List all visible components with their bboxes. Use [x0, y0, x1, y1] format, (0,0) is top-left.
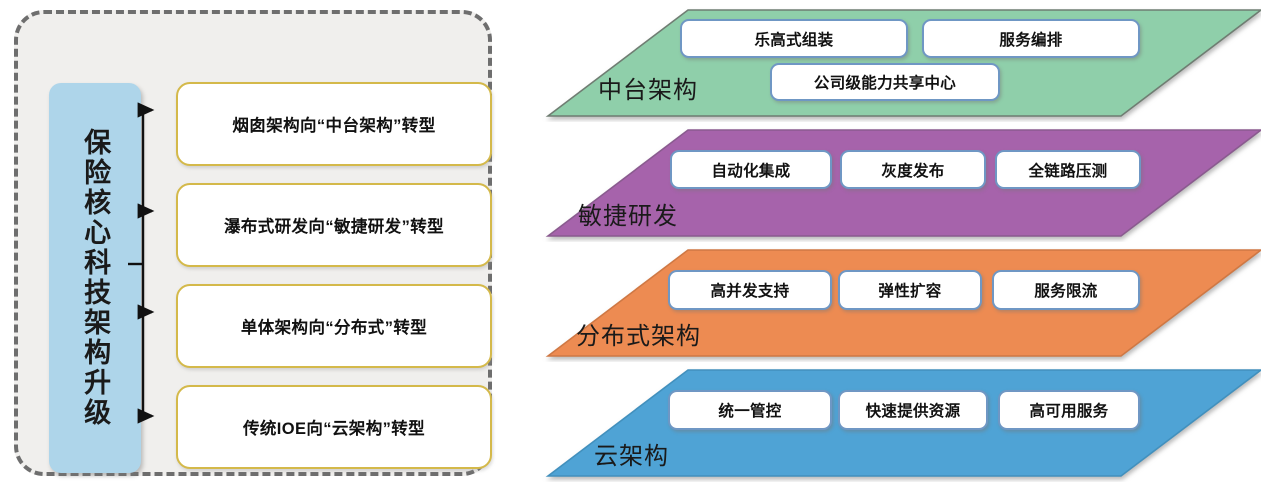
- band-cloud-chip-1[interactable]: 快速提供资源: [838, 390, 988, 430]
- band-distributed: 分布式架构 高并发支持 弹性扩容 服务限流: [520, 244, 1261, 364]
- band-distributed-chip-2-label: 服务限流: [1034, 283, 1098, 300]
- transform-item-3[interactable]: 传统IOE向“云架构”转型: [176, 385, 492, 469]
- transform-item-0-label: 烟囱架构向“中台架构”转型: [232, 117, 436, 135]
- band-distributed-chip-0[interactable]: 高并发支持: [668, 270, 832, 310]
- band-zhongtai-chip-2-label: 公司级能力共享中心: [813, 75, 957, 92]
- band-distributed-chip-0-label: 高并发支持: [710, 283, 790, 300]
- transform-item-1[interactable]: 瀑布式研发向“敏捷研发”转型: [176, 183, 492, 267]
- band-cloud-chip-0-label: 统一管控: [718, 403, 782, 420]
- transform-item-0[interactable]: 烟囱架构向“中台架构”转型: [176, 82, 492, 166]
- architecture-upgrade-panel: 保险核心科技架构升级 烟囱架构向“中台架构”转型 瀑布式研发向“敏捷研发”转型 …: [14, 10, 492, 476]
- band-cloud-chip-2-label: 高可用服务: [1029, 403, 1109, 420]
- panel-title-text: 保险核心科技架构升级: [80, 128, 111, 428]
- transform-item-2[interactable]: 单体架构向“分布式”转型: [176, 284, 492, 368]
- band-distributed-chip-2[interactable]: 服务限流: [992, 270, 1140, 310]
- band-agile-label: 敏捷研发: [578, 203, 678, 230]
- band-agile-chip-1-label: 灰度发布: [881, 162, 945, 180]
- band-zhongtai: 中台架构 乐高式组装 服务编排 公司级能力共享中心: [520, 4, 1261, 124]
- band-distributed-label: 分布式架构: [576, 323, 701, 350]
- band-cloud-chip-1-label: 快速提供资源: [865, 403, 961, 420]
- band-zhongtai-label: 中台架构: [598, 77, 698, 104]
- band-distributed-chip-1[interactable]: 弹性扩容: [838, 270, 982, 310]
- transform-item-2-label: 单体架构向“分布式”转型: [240, 319, 428, 337]
- band-zhongtai-chip-2[interactable]: 公司级能力共享中心: [770, 63, 1000, 101]
- transform-item-3-label: 传统IOE向“云架构”转型: [242, 420, 426, 438]
- band-agile-chip-2[interactable]: 全链路压测: [995, 150, 1141, 189]
- band-cloud-chip-2[interactable]: 高可用服务: [998, 390, 1140, 430]
- panel-title-block: 保险核心科技架构升级: [49, 83, 141, 473]
- band-distributed-chip-1-label: 弹性扩容: [878, 283, 942, 300]
- transform-item-1-label: 瀑布式研发向“敏捷研发”转型: [223, 218, 445, 236]
- band-zhongtai-chip-1-label: 服务编排: [999, 31, 1063, 49]
- band-agile-chip-0[interactable]: 自动化集成: [670, 150, 832, 189]
- band-agile-chip-0-label: 自动化集成: [711, 162, 791, 180]
- band-agile-chip-2-label: 全链路压测: [1028, 162, 1108, 180]
- band-zhongtai-chip-1[interactable]: 服务编排: [922, 19, 1140, 58]
- band-cloud-chip-0[interactable]: 统一管控: [668, 390, 832, 430]
- band-zhongtai-chip-0[interactable]: 乐高式组装: [680, 19, 908, 58]
- band-agile-chip-1[interactable]: 灰度发布: [840, 150, 986, 189]
- band-cloud: 云架构 统一管控 快速提供资源 高可用服务: [520, 364, 1261, 484]
- band-zhongtai-chip-0-label: 乐高式组装: [754, 31, 834, 49]
- band-agile: 敏捷研发 自动化集成 灰度发布 全链路压测: [520, 124, 1261, 244]
- band-cloud-label: 云架构: [594, 443, 669, 470]
